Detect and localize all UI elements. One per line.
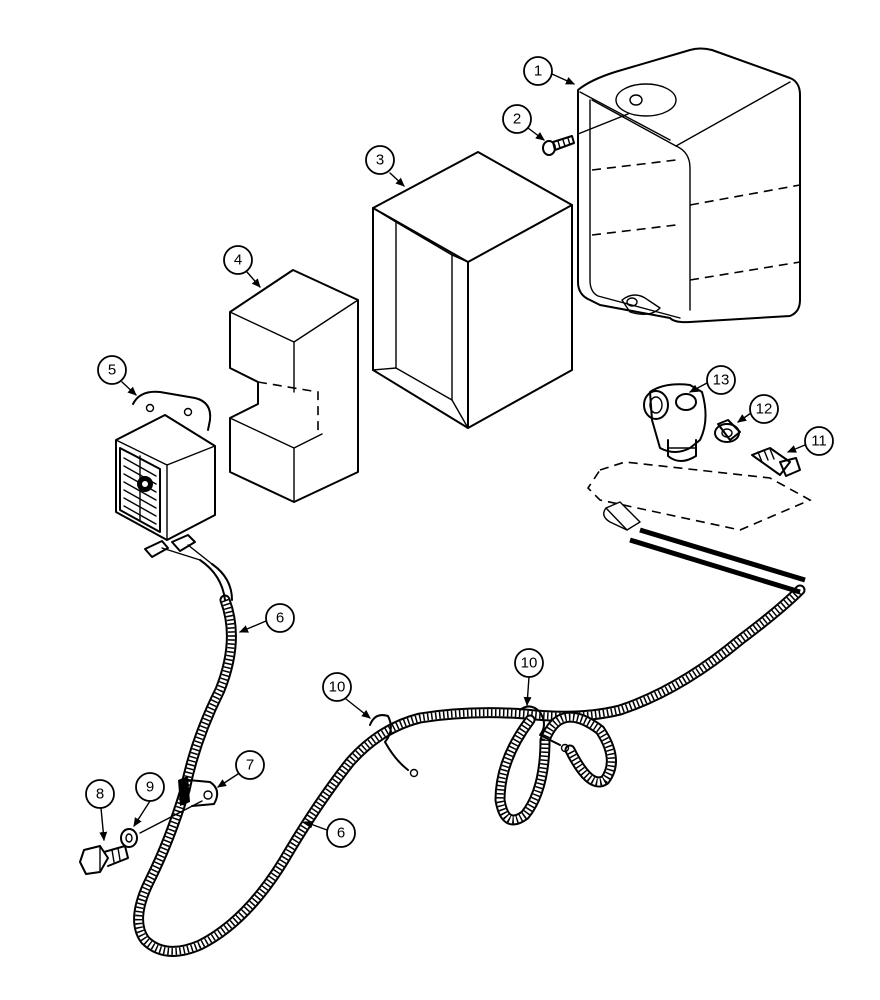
callout-10-right-label: 10 xyxy=(521,655,538,672)
callout-9-label: 9 xyxy=(146,779,154,796)
part-4-foam-insert xyxy=(229,269,359,503)
callout-9: 9 xyxy=(133,772,165,827)
alarm-terminals xyxy=(144,534,213,565)
part-6-harness-loop xyxy=(494,711,617,826)
callout-7-label: 7 xyxy=(246,757,254,774)
callout-4: 4 xyxy=(223,245,261,288)
callout-7: 7 xyxy=(217,750,265,788)
part-12-adapter xyxy=(714,419,741,443)
callout-8: 8 xyxy=(85,779,115,841)
part-1-cover xyxy=(577,47,801,324)
part-10-strap-right xyxy=(519,705,570,753)
callout-5-label: 5 xyxy=(108,362,116,379)
callout-13-label: 13 xyxy=(713,372,730,389)
callout-11: 11 xyxy=(787,426,834,456)
callout-5: 5 xyxy=(97,355,137,396)
callout-10-right: 10 xyxy=(514,648,544,706)
part-11-switch-fitting xyxy=(751,447,801,477)
callout-6-lower: 6 xyxy=(304,818,356,848)
part-13-elbow xyxy=(643,383,707,462)
callout-2: 2 xyxy=(502,104,545,141)
callout-12-label: 12 xyxy=(756,401,773,418)
callout-6-upper-label: 6 xyxy=(276,610,284,627)
callout-3-label: 3 xyxy=(376,152,384,169)
part-3-foam-block xyxy=(372,151,573,429)
part-2-screw xyxy=(542,113,629,156)
part-5-backup-alarm xyxy=(115,390,216,541)
callout-11-label: 11 xyxy=(811,433,827,450)
part-9-lock-washer xyxy=(120,800,203,848)
callout-1-label: 1 xyxy=(534,63,542,80)
part-7-clamp xyxy=(178,776,219,807)
callout-1: 1 xyxy=(523,56,575,86)
callout-2-label: 2 xyxy=(513,111,521,128)
callout-12: 12 xyxy=(737,394,779,424)
callout-3: 3 xyxy=(365,145,405,187)
callout-6-lower-label: 6 xyxy=(337,825,345,842)
callout-8-label: 8 xyxy=(96,786,104,803)
callout-4-label: 4 xyxy=(234,252,242,269)
callout-10-left: 10 xyxy=(322,672,371,719)
part-8-bolt xyxy=(79,845,129,875)
callout-13: 13 xyxy=(689,365,736,395)
part-10-strap-left xyxy=(369,714,419,778)
callout-6-upper: 6 xyxy=(239,603,295,633)
harness-wire-leads xyxy=(199,461,812,601)
callout-10-left-label: 10 xyxy=(329,679,346,696)
